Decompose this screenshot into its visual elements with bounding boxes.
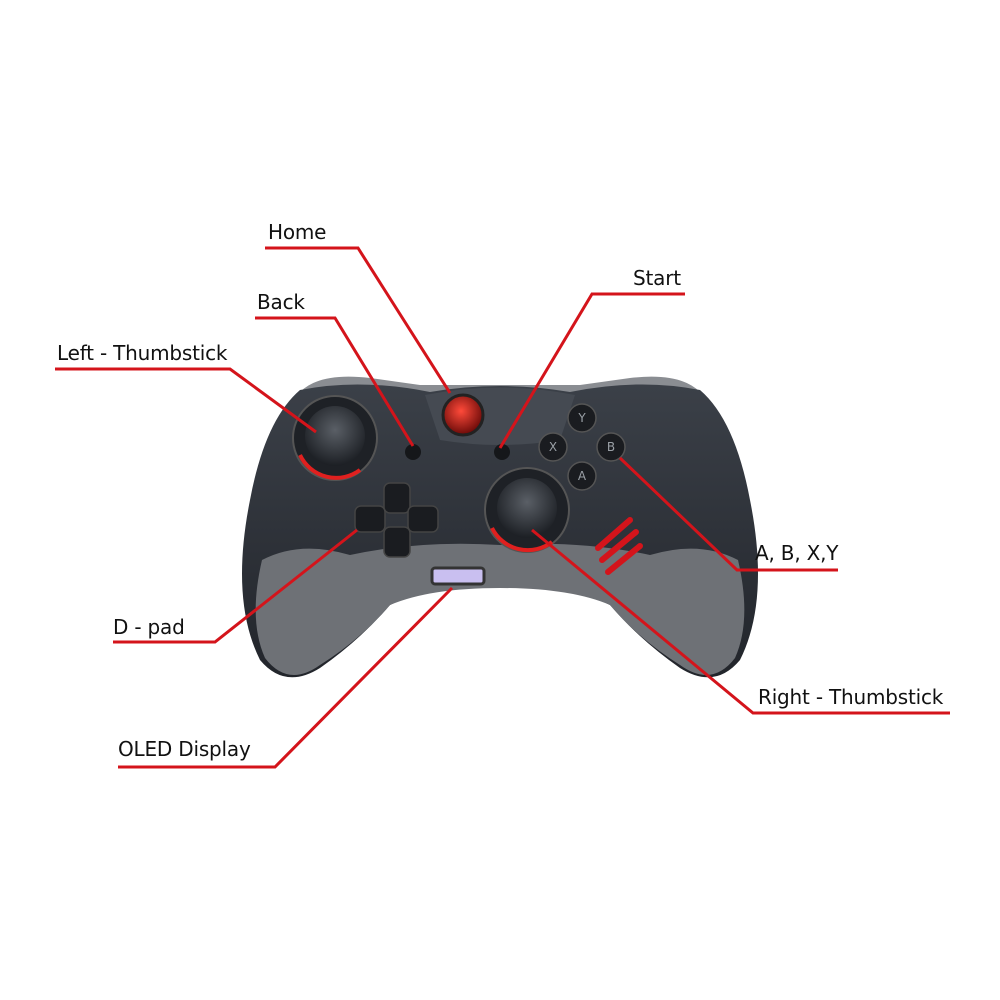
label-back: Back: [257, 290, 305, 314]
left-thumbstick: [292, 395, 378, 481]
oled-display: [430, 566, 486, 586]
leader-abxy: [618, 456, 838, 572]
leader-dpad: [113, 528, 358, 644]
x-glyph: X: [549, 440, 557, 454]
leader-right-thumbstick: [531, 528, 950, 715]
label-dpad: D - pad: [113, 615, 185, 639]
b-button: [596, 432, 626, 462]
label-start: Start: [633, 266, 681, 290]
y-button: [567, 403, 597, 433]
leader-oled: [118, 586, 454, 769]
label-right-thumbstick: Right - Thumbstick: [758, 685, 944, 709]
leader-home: [265, 246, 452, 394]
y-glyph: Y: [577, 411, 586, 425]
home-button: [441, 393, 485, 437]
grip-panel: [255, 543, 745, 675]
leader-start: [498, 292, 685, 449]
label-oled: OLED Display: [118, 737, 251, 761]
back-button: [405, 444, 421, 460]
claw-logo: [595, 517, 643, 575]
start-button: [494, 444, 510, 460]
leader-back: [255, 316, 415, 447]
leader-lines: [55, 246, 950, 769]
leader-left-thumbstick: [55, 367, 317, 434]
a-glyph: A: [578, 469, 587, 483]
x-button: [538, 432, 568, 462]
a-button: [567, 461, 597, 491]
label-abxy: A, B, X,Y: [755, 541, 839, 565]
b-glyph: B: [607, 440, 615, 454]
d-pad: [354, 482, 439, 558]
label-left-thumbstick: Left - Thumbstick: [57, 341, 228, 365]
label-home: Home: [268, 220, 327, 244]
right-thumbstick: [484, 467, 570, 553]
